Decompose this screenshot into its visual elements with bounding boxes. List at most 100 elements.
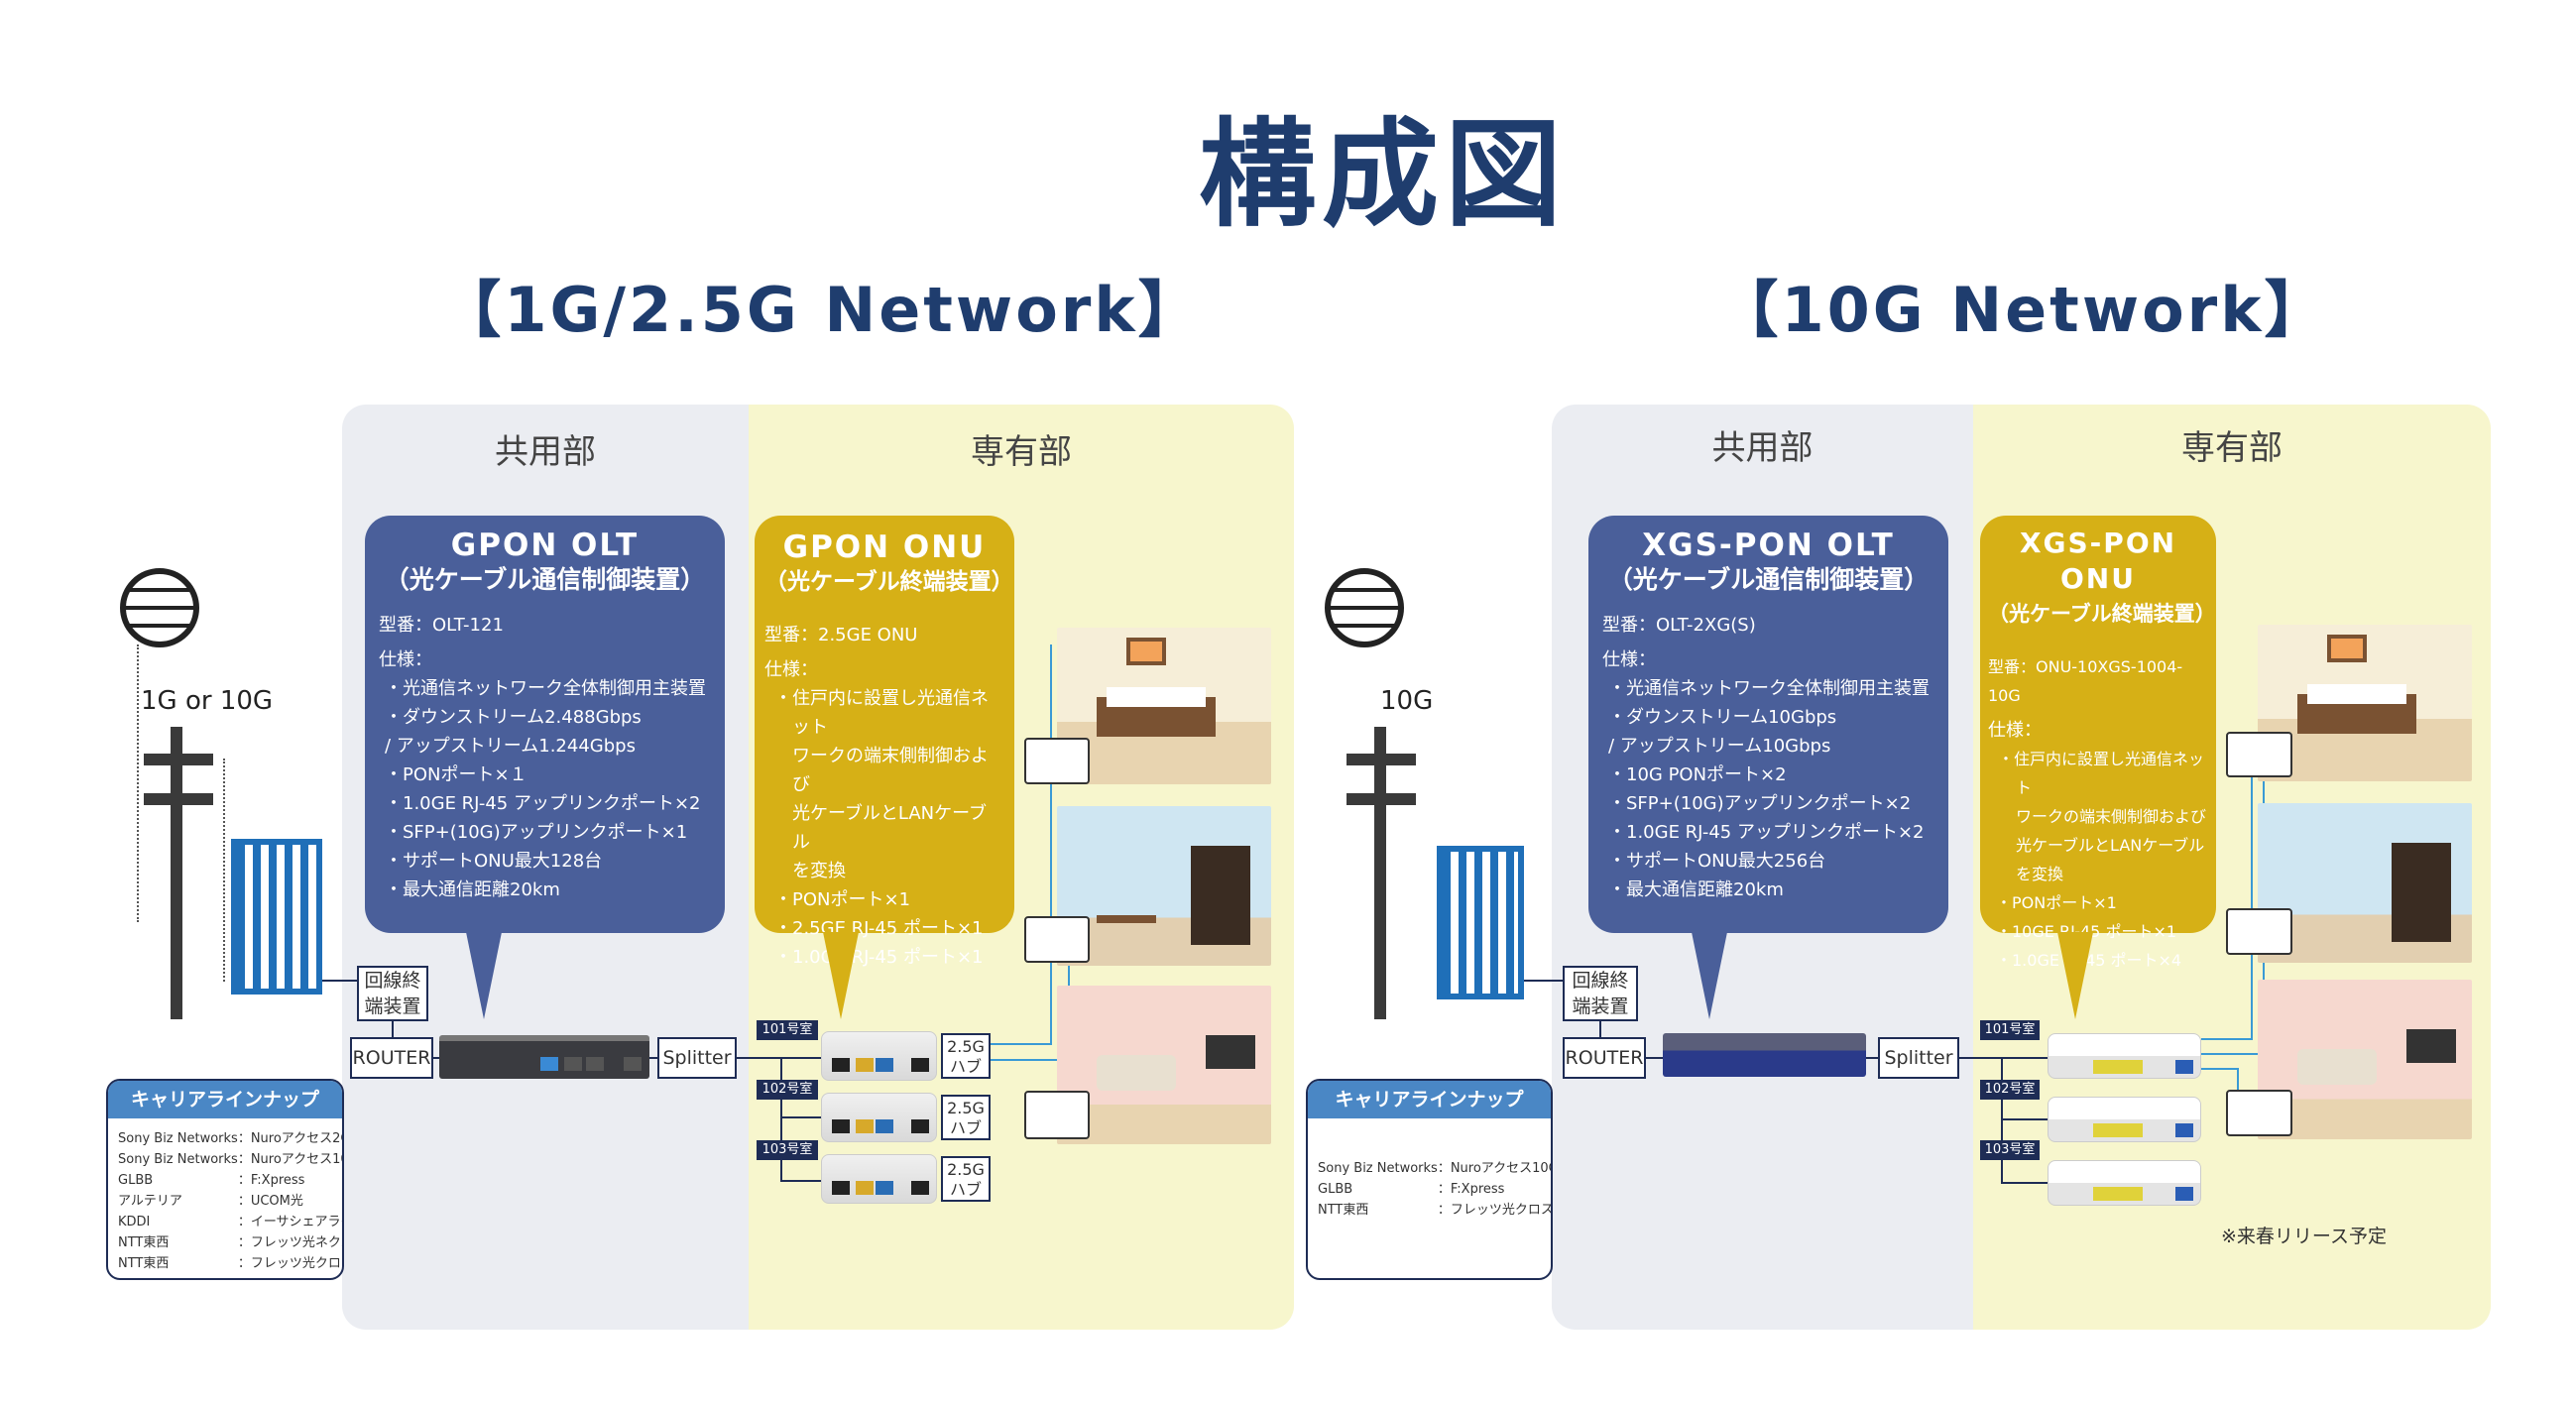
lan-cable xyxy=(991,1043,1052,1045)
left-shared-label: 共用部 xyxy=(495,432,596,472)
uplink-speed-label: 1G or 10G xyxy=(141,686,274,716)
lan-cable xyxy=(1050,644,1052,1045)
carrier-row: KDDI：イーサシェアライト xyxy=(118,1215,342,1229)
lounge-illustration xyxy=(2258,980,2472,1139)
spec-item: ・1.0GE RJ-45 アップリンクポート×2 xyxy=(385,793,701,814)
olt-subtitle: （光ケーブル通信制御装置） xyxy=(1607,565,1930,594)
utility-pole-icon xyxy=(1374,727,1386,1019)
spec-item: ・1.0GE RJ-45 アップリンクポート×2 xyxy=(1608,822,1925,843)
living-room-illustration xyxy=(2258,803,2472,963)
room-label: 103号室 xyxy=(1980,1140,2040,1160)
lan-cable xyxy=(2251,773,2253,1040)
carrier-row: NTT東西：フレッツ光クロス xyxy=(118,1256,344,1271)
page-title: 構成図 xyxy=(1198,106,1568,243)
room-label: 101号室 xyxy=(757,1020,818,1040)
onu-pointer xyxy=(823,932,859,1019)
olt-device-image xyxy=(1663,1033,1866,1077)
pole-crossarm xyxy=(144,793,213,805)
spec-item: ワークの端末側制御および xyxy=(792,746,989,795)
spec-item: ・10GE RJ-45 ポート×1 xyxy=(1996,922,2177,941)
carrier-row: Sony Biz Networks：Nuroアクセス10G xyxy=(118,1152,342,1167)
spec-item: ・SFP+(10G)アップリンクポート×1 xyxy=(385,822,688,843)
pole-crossarm xyxy=(144,754,213,765)
wall-outlet-icon xyxy=(2226,732,2292,777)
carrier-row: GLBB：F:Xpress xyxy=(118,1173,305,1188)
lan-cable xyxy=(2201,1038,2253,1040)
olt-model: 型番：OLT-2XG(S) xyxy=(1602,615,1756,636)
right-network-heading: 【10G Network】 xyxy=(1716,274,2329,346)
olt-device-image xyxy=(439,1035,649,1079)
onu-device-image xyxy=(2048,1097,2201,1142)
spec-item: / アップストリーム10Gbps xyxy=(1608,736,1831,757)
connector-line xyxy=(2001,1118,2049,1120)
spec-item: 光ケーブルとLANケーブル xyxy=(792,803,988,853)
onu-pointer xyxy=(2057,932,2093,1019)
lan-cable xyxy=(991,1059,1070,1061)
connector-line xyxy=(2001,1057,2003,1184)
spec-item: ・PONポート×1 xyxy=(774,889,911,910)
onu-device-image xyxy=(821,1154,937,1204)
room-label: 101号室 xyxy=(1980,1020,2040,1040)
carrier-row: NTT東西：フレッツ光ネクスト xyxy=(118,1235,342,1250)
ont-box: 回線終端装置 xyxy=(1563,966,1638,1021)
hub-box: 2.5G ハブ xyxy=(941,1156,991,1202)
lan-cable xyxy=(2201,1068,2239,1070)
left-onu-callout: GPON ONU （光ケーブル終端装置） 型番：2.5GE ONU 仕様： ・住… xyxy=(755,516,1014,968)
olt-pointer xyxy=(1692,932,1727,1019)
spec-item: ・2.5GE RJ-45 ポート×1 xyxy=(774,918,984,939)
router-box: ROUTER xyxy=(350,1037,433,1079)
ont-box: 回線終端装置 xyxy=(357,966,428,1021)
spec-item: 光ケーブルとLANケーブル xyxy=(2016,836,2205,855)
right-onu-callout: XGS-PON ONU （光ケーブル終端装置） 型番：ONU-10XGS-100… xyxy=(1980,516,2216,970)
pole-crossarm xyxy=(1347,754,1416,765)
uplink-line xyxy=(137,644,139,922)
spec-item: ・ダウンストリーム10Gbps xyxy=(1608,707,1837,728)
carrier-title: キャリアラインナップ xyxy=(108,1081,342,1118)
wall-outlet-icon xyxy=(2226,1090,2292,1136)
lounge-illustration xyxy=(1057,986,1271,1144)
olt-pointer xyxy=(466,932,502,1019)
left-dedicated-label: 専有部 xyxy=(971,432,1072,472)
olt-name: GPON OLT xyxy=(450,527,640,563)
pole-crossarm xyxy=(1347,793,1416,805)
spec-item: ・10G PONポート×2 xyxy=(1608,764,1787,785)
wall-outlet-icon xyxy=(1024,738,1090,784)
olt-name: XGS-PON OLT xyxy=(1642,527,1895,563)
utility-pole-icon xyxy=(171,727,182,1019)
spec-item: ・1.0GE RJ-45 ポート×4 xyxy=(1996,951,2182,970)
bedroom-illustration xyxy=(1057,628,1271,784)
wall-outlet-icon xyxy=(2226,908,2292,955)
connector-line xyxy=(322,980,357,982)
carrier-row: GLBB：F:Xpress xyxy=(1318,1182,1505,1197)
olt-spec-label: 仕様： xyxy=(379,649,432,670)
spec-item: ・サポートONU最大128台 xyxy=(385,851,603,872)
room-label: 102号室 xyxy=(1980,1080,2040,1100)
connector-line xyxy=(1599,1021,1601,1037)
spec-item: / アップストリーム1.244Gbps xyxy=(385,736,636,757)
building-icon xyxy=(231,839,322,995)
spec-item: ・光通信ネットワーク全体制御用主装置 xyxy=(385,678,706,699)
spec-item: を変換 xyxy=(792,861,846,881)
splitter-box: Splitter xyxy=(1878,1037,1959,1079)
connector-line xyxy=(2001,1182,2049,1184)
olt-spec-label: 仕様： xyxy=(1602,649,1656,670)
onu-spec-label: 仕様： xyxy=(764,659,818,680)
carrier-title: キャリアラインナップ xyxy=(1308,1081,1551,1118)
onu-model: 型番：ONU-10XGS-1004-10G xyxy=(1988,657,2183,705)
room-label: 102号室 xyxy=(757,1080,818,1100)
onu-name: GPON ONU xyxy=(782,529,987,565)
lan-cable xyxy=(2201,1053,2263,1055)
right-shared-label: 共用部 xyxy=(1711,428,1814,468)
spec-item: ・サポートONU最大256台 xyxy=(1608,851,1826,872)
onu-name: XGS-PON ONU xyxy=(2019,527,2177,595)
carrier-row: Sony Biz Networks：Nuroアクセス10G xyxy=(1318,1161,1553,1176)
spec-item: ・SFP+(10G)アップリンクポート×2 xyxy=(1608,793,1912,814)
onu-subtitle: （光ケーブル終端装置） xyxy=(1988,602,2216,626)
right-dedicated-label: 専有部 xyxy=(2181,428,2283,468)
carrier-row: アルテリア：UCOM光 xyxy=(118,1194,303,1209)
connector-line xyxy=(1524,980,1564,982)
right-carrier-lineup: キャリアラインナップ Sony Biz Networks：Nuroアクセス10G… xyxy=(1306,1079,1553,1280)
spec-item: ・PONポート×1 xyxy=(1996,893,2117,912)
wall-outlet-icon xyxy=(1024,1091,1090,1139)
spec-item: ・最大通信距離20km xyxy=(385,879,560,900)
